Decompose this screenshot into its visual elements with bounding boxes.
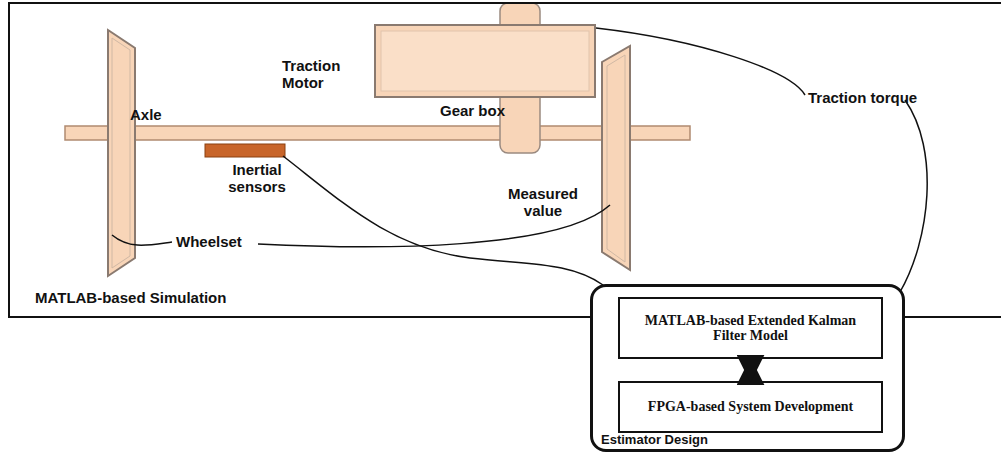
part-label: Inertial sensors: [212, 162, 302, 195]
box-text: MATLAB-based Extended Kalman Filter Mode…: [628, 313, 873, 344]
signal-label: Traction torque: [808, 90, 938, 107]
torque-signal-line: [596, 28, 927, 292]
motor-bevel: [381, 31, 589, 91]
part-label: Wheelset: [176, 234, 266, 251]
measured-signal-line: [283, 156, 603, 285]
estimator-group: Estimator Design MATLAB-based Extended Ka…: [590, 284, 905, 452]
inertial-sensor: [205, 144, 285, 157]
process-box: MATLAB-based Extended Kalman Filter Mode…: [618, 297, 883, 359]
part-label: Traction Motor: [282, 58, 372, 91]
wheel-bevel: [112, 38, 130, 268]
part-label: Gear box: [440, 103, 520, 120]
process-box: FPGA-based System Development: [618, 381, 883, 433]
axle: [65, 126, 690, 140]
wheel-bevel: [607, 55, 625, 262]
box-text: FPGA-based System Development: [648, 399, 853, 414]
simulation-frame: MATLAB-based Simulation: [8, 2, 1001, 318]
part-label: Axle: [130, 107, 190, 124]
right-wheel: [602, 46, 630, 270]
left-wheel: [108, 30, 135, 276]
group-heading: Estimator Design: [601, 432, 708, 447]
signal-label: Measured value: [498, 186, 588, 219]
group-heading: MATLAB-based Simulation: [35, 289, 226, 306]
traction-motor: [375, 25, 595, 97]
leader-line: [112, 235, 172, 245]
